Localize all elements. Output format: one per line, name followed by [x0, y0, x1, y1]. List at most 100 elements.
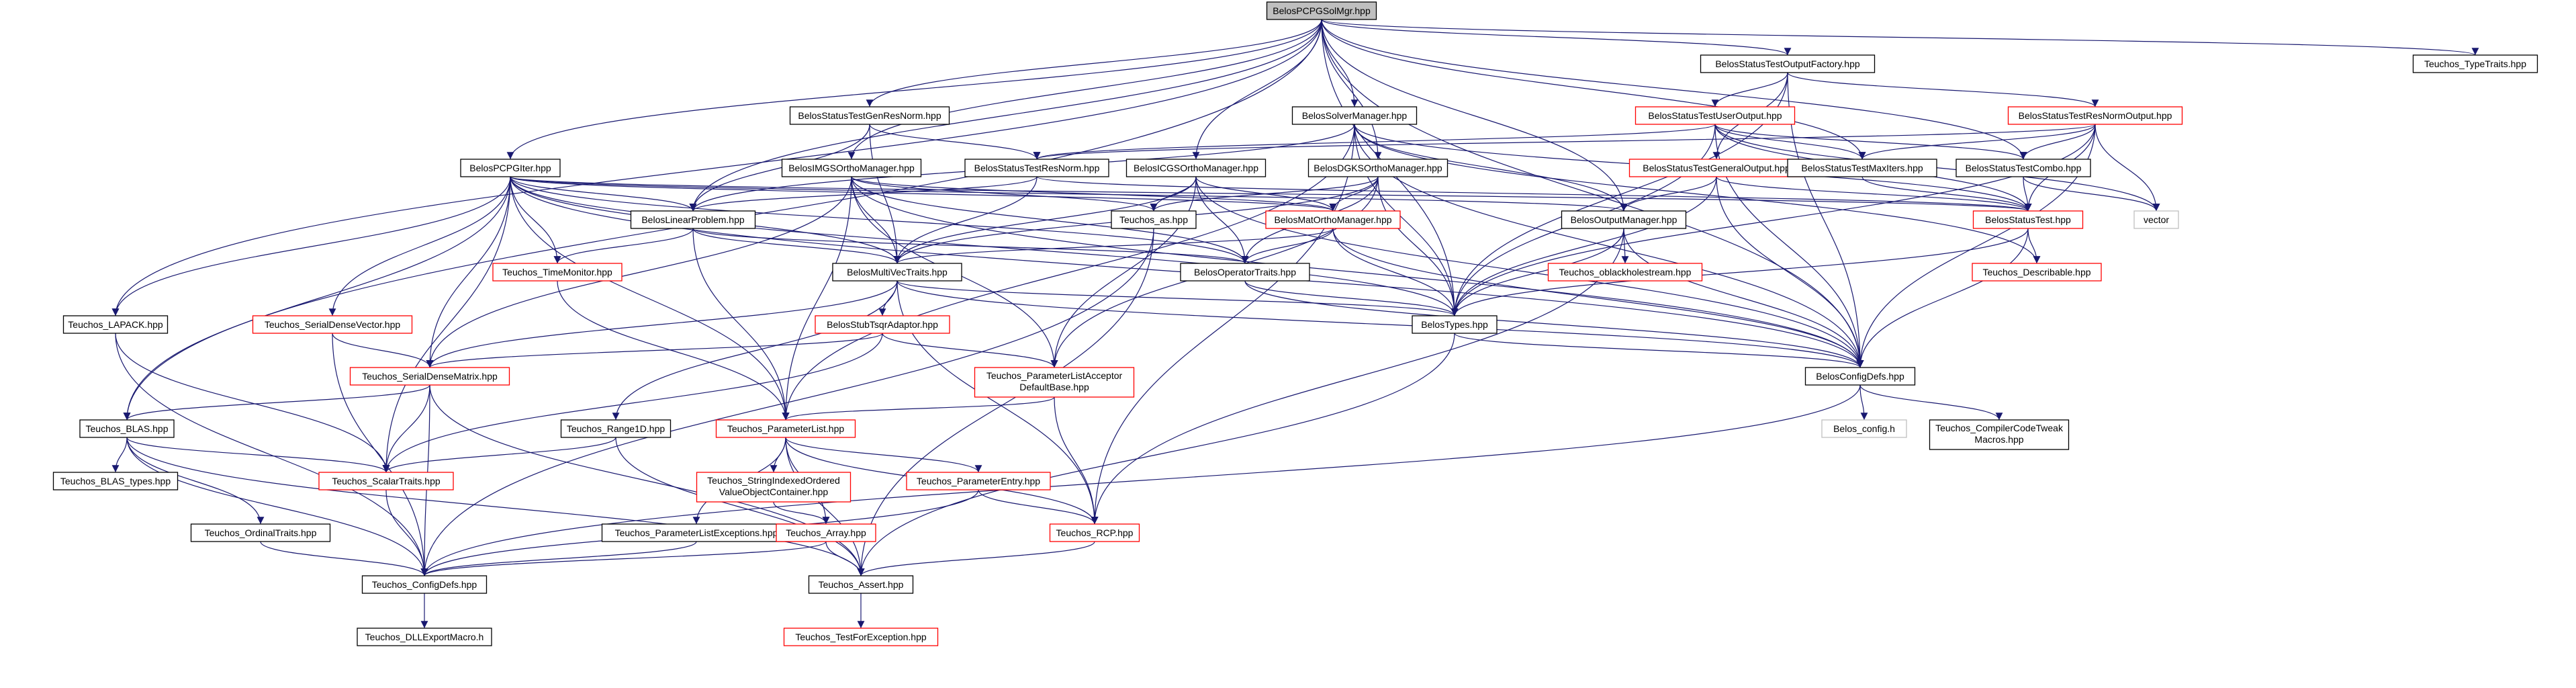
edge-imgsOrtho-to-matOrtho: [851, 176, 1337, 212]
edge-imgsOrtho-to-configDefs: [851, 176, 1864, 368]
node-box: [1547, 263, 1703, 282]
edge-range1d-to-scalarTraits: [382, 437, 616, 473]
edge-statusTest-to-belosTypes: [1451, 228, 2029, 316]
node-combo[interactable]: BelosStatusTestCombo.hpp: [1956, 159, 2091, 177]
node-box: [1111, 210, 1197, 229]
node-describable[interactable]: Teuchos_Describable.hpp: [1972, 263, 2102, 282]
node-param-list-acceptor[interactable]: Teuchos_ParameterListAcceptorDefaultBase…: [974, 367, 1135, 398]
node-config-defs[interactable]: BelosConfigDefs.hpp: [1804, 367, 1916, 386]
node-stub-tsqr[interactable]: BelosStubTsqrAdaptor.hpp: [815, 315, 950, 334]
node-string-indexed[interactable]: Teuchos_StringIndexedOrderedValueObjectC…: [696, 472, 852, 503]
node-teuchos-config-defs[interactable]: Teuchos_ConfigDefs.hpp: [361, 575, 488, 594]
node-param-list[interactable]: Teuchos_ParameterList.hpp: [715, 419, 856, 438]
node-scalar-traits[interactable]: Teuchos_ScalarTraits.hpp: [318, 472, 454, 490]
node-box: [776, 523, 876, 542]
edge-configDefs-to-belosConfigH: [1859, 384, 1868, 421]
node-label: Teuchos_LAPACK.hpp: [68, 319, 163, 330]
edge-root-to-outputMgr: [1321, 19, 1628, 212]
node-ordinal-traits[interactable]: Teuchos_OrdinalTraits.hpp: [190, 523, 331, 542]
node-label: Teuchos_as.hpp: [1119, 214, 1188, 225]
node-assert[interactable]: Teuchos_Assert.hpp: [808, 575, 914, 594]
node-oblackhole[interactable]: Teuchos_oblackholestream.hpp: [1547, 263, 1703, 282]
node-label: Teuchos_ParameterEntry.hpp: [917, 476, 1040, 486]
edge-paramListAcceptor-to-paramList: [782, 396, 1055, 421]
node-label: BelosOutputManager.hpp: [1571, 214, 1677, 225]
node-blas-types[interactable]: Teuchos_BLAS_types.hpp: [52, 472, 179, 490]
node-imgs-ortho[interactable]: BelosIMGSOrthoManager.hpp: [781, 159, 922, 177]
node-solver-mgr[interactable]: BelosSolverManager.hpp: [1291, 106, 1418, 125]
node-belos-types[interactable]: BelosTypes.hpp: [1412, 315, 1498, 334]
edge-matOrtho-to-belosTypes: [1332, 228, 1459, 316]
node-icgs-ortho[interactable]: BelosICGSOrthoManager.hpp: [1125, 159, 1267, 177]
edge-genResNorm-to-multiVecTraits: [869, 124, 901, 264]
edge-userOutput-to-resNorm: [1033, 124, 1716, 160]
node-type-traits[interactable]: Teuchos_TypeTraits.hpp: [2412, 54, 2538, 73]
node-box: [1049, 523, 1140, 542]
node-status-out-factory[interactable]: BelosStatusTestOutputFactory.hpp: [1700, 54, 1876, 73]
node-multi-vec-traits[interactable]: BelosMultiVecTraits.hpp: [832, 263, 962, 282]
node-box: [190, 523, 331, 542]
edge-paramList-to-stringIndexed: [770, 437, 786, 473]
node-user-output[interactable]: BelosStatusTestUserOutput.hpp: [1635, 106, 1796, 125]
node-linear-problem[interactable]: BelosLinearProblem.hpp: [630, 210, 756, 229]
edge-linearProblem-to-paramList: [692, 228, 790, 421]
edge-icgsOrtho-to-configDefs: [1195, 176, 1864, 368]
edge-paramListExc-to-teuchosConfigDefs: [420, 541, 697, 576]
node-blas[interactable]: Teuchos_BLAS.hpp: [79, 419, 175, 438]
node-param-entry[interactable]: Teuchos_ParameterEntry.hpp: [906, 472, 1051, 490]
edge-resNormOutput-to-resNorm: [1033, 124, 2096, 160]
edge-icgsOrtho-to-paramListAcceptor: [1050, 176, 1197, 368]
node-box: [1180, 263, 1310, 282]
node-box: [1972, 263, 2102, 282]
node-time-monitor[interactable]: Teuchos_TimeMonitor.hpp: [492, 263, 623, 282]
node-label: BelosStatusTestResNormOutput.hpp: [2019, 110, 2172, 121]
node-box: [1635, 106, 1796, 125]
edge-dgksOrtho-to-belosTypes: [1377, 176, 1459, 316]
node-label: Teuchos_TypeTraits.hpp: [2424, 58, 2526, 69]
edge-pcpgIter-to-scalarTraits: [382, 176, 511, 473]
edge-statusTest-to-describable: [2027, 228, 2041, 264]
node-box: [560, 419, 672, 438]
node-gen-res-norm[interactable]: BelosStatusTestGenResNorm.hpp: [789, 106, 950, 125]
node-label: BelosStatusTest.hpp: [1985, 214, 2071, 225]
edge-serialDenseMatrix-to-scalarTraits: [382, 384, 430, 473]
node-label: Teuchos_Range1D.hpp: [567, 423, 665, 434]
edge-serialDenseVector-to-teuchosConfigDefs: [332, 333, 428, 576]
node-belos-config-h[interactable]: Belos_config.h: [1821, 419, 1907, 438]
node-output-mgr[interactable]: BelosOutputManager.hpp: [1561, 210, 1687, 229]
node-vector[interactable]: vector: [2133, 210, 2179, 229]
node-param-list-exc[interactable]: Teuchos_ParameterListExceptions.hpp: [601, 523, 792, 542]
node-pcpg-iter[interactable]: BelosPCPGIter.hpp: [460, 159, 561, 177]
edge-multiVecTraits-to-serialDenseMatrix: [426, 280, 898, 368]
node-range1d[interactable]: Teuchos_Range1D.hpp: [560, 419, 672, 438]
node-box: [79, 419, 175, 438]
edge-lapack-to-teuchosConfigDefs: [115, 333, 428, 576]
node-root[interactable]: BelosPCPGSolMgr.hpp: [1266, 1, 1377, 20]
node-mat-ortho[interactable]: BelosMatOrthoManager.hpp: [1265, 210, 1401, 229]
node-dll-export[interactable]: Teuchos_DLLExportMacro.h: [357, 628, 492, 646]
node-operator-traits[interactable]: BelosOperatorTraits.hpp: [1180, 263, 1310, 282]
node-max-iters[interactable]: BelosStatusTestMaxIters.hpp: [1787, 159, 1937, 177]
node-label: Belos_config.h: [1833, 423, 1895, 434]
edge-teuchosArray-to-teuchosConfigDefs: [420, 541, 827, 576]
node-box: [492, 263, 623, 282]
node-serial-dense-matrix[interactable]: Teuchos_SerialDenseMatrix.hpp: [349, 367, 510, 386]
node-label: BelosICGSOrthoManager.hpp: [1134, 163, 1258, 173]
node-res-norm-output[interactable]: BelosStatusTestResNormOutput.hpp: [2007, 106, 2183, 125]
node-box: [974, 367, 1135, 398]
node-test-for-exception[interactable]: Teuchos_TestForException.hpp: [783, 628, 939, 646]
node-label: BelosTypes.hpp: [1421, 319, 1488, 330]
node-serial-dense-vector[interactable]: Teuchos_SerialDenseVector.hpp: [252, 315, 413, 334]
node-status-test[interactable]: BelosStatusTest.hpp: [1972, 210, 2084, 229]
edge-resNormOutput-to-maxIters: [1858, 124, 2096, 160]
node-general-output[interactable]: BelosStatusTestGeneralOutput.hpp: [1628, 159, 1804, 177]
node-rcp[interactable]: Teuchos_RCP.hpp: [1049, 523, 1140, 542]
node-dgks-ortho[interactable]: BelosDGKSOrthoManager.hpp: [1307, 159, 1448, 177]
edge-lapack-to-scalarTraits: [115, 333, 390, 473]
node-lapack[interactable]: Teuchos_LAPACK.hpp: [62, 315, 169, 334]
node-res-norm[interactable]: BelosStatusTestResNorm.hpp: [964, 159, 1109, 177]
edge-outputMgr-to-configDefs: [1623, 228, 1864, 368]
node-teuchos-as[interactable]: Teuchos_as.hpp: [1111, 210, 1197, 229]
node-teuchos-array[interactable]: Teuchos_Array.hpp: [776, 523, 876, 542]
